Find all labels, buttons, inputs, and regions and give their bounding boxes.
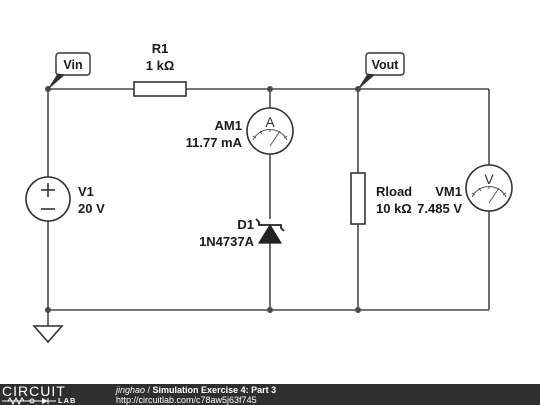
vm1-name: VM1 (435, 184, 462, 199)
vm1-voltmeter: V (465, 164, 513, 212)
credit-line: jinghao / Simulation Exercise 4: Part 3 (116, 385, 276, 395)
d1-part: 1N4737A (199, 234, 255, 249)
circuit-title[interactable]: Simulation Exercise 4: Part 3 (152, 385, 277, 395)
vout-probe: Vout (358, 52, 405, 89)
footer-bar: CIRCUIT LAB jinghao / Simulation Exercis… (0, 384, 540, 405)
svg-text:V: V (484, 171, 494, 187)
vm1-reading: 7.485 V (417, 201, 462, 216)
am1-ammeter: A (246, 107, 294, 155)
d1-name: D1 (237, 217, 254, 232)
r1-name: R1 (152, 41, 169, 56)
d1-zener-diode (255, 218, 285, 244)
v1-source (25, 176, 71, 222)
rload-resistor (350, 172, 366, 225)
svg-text:Vin: Vin (63, 58, 82, 72)
vin-probe: Vin (48, 52, 91, 89)
am1-name: AM1 (215, 118, 242, 133)
v1-value: 20 V (78, 201, 105, 216)
circuit-schematic: R1 1 kΩ V1 20 V A AM1 11.77 mA D1 1N4737… (25, 41, 513, 344)
r1-value: 1 kΩ (146, 58, 175, 73)
credit-separator: / (145, 385, 153, 395)
r1-resistor (133, 81, 187, 97)
author-link[interactable]: jinghao (116, 385, 146, 395)
circuit-url[interactable]: http://circuitlab.com/c78aw5j63f745 (116, 395, 257, 405)
circuitlab-logo-icon (2, 397, 56, 405)
circuitlab-logo-text: CIRCUIT (2, 383, 66, 399)
circuitlab-logo-lab: LAB (58, 396, 77, 405)
rload-value: 10 kΩ (376, 201, 412, 216)
am1-reading: 11.77 mA (186, 135, 243, 150)
svg-text:Vout: Vout (372, 58, 400, 72)
ground-symbol (32, 325, 64, 344)
junction-dots (45, 86, 361, 313)
v1-name: V1 (78, 184, 94, 199)
svg-text:A: A (265, 114, 275, 130)
rload-name: Rload (376, 184, 412, 199)
